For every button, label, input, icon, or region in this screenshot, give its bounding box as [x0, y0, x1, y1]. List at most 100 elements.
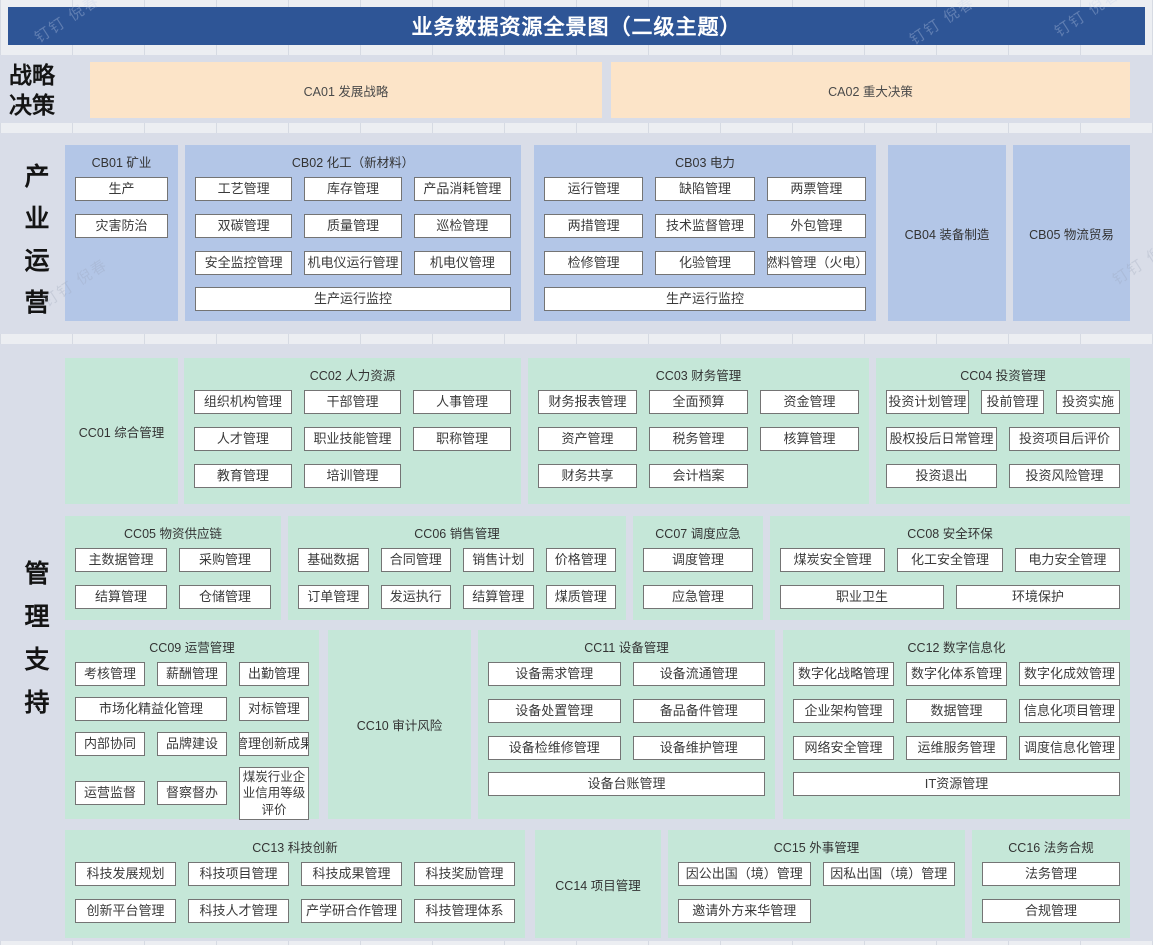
item-box: 邀请外方来华管理	[678, 899, 811, 923]
item-box: 产品消耗管理	[413, 177, 511, 201]
item-box: 财务共享	[538, 464, 637, 488]
item-box: 创新平台管理	[75, 899, 176, 923]
group-row: 组织机构管理干部管理人事管理	[194, 390, 511, 414]
item-box: 数字化成效管理	[1019, 662, 1120, 686]
group-row: 财务共享会计档案	[538, 464, 859, 488]
item-box: 职业技能管理	[303, 427, 402, 451]
group-footer-CB02: 生产运行监控	[195, 287, 511, 311]
item-box: 巡检管理	[413, 214, 511, 238]
group-row: 检修管理化验管理燃料管理（火电）	[544, 251, 866, 275]
item-box: 结算管理	[75, 585, 167, 609]
group-row: 资产管理税务管理核算管理	[538, 427, 859, 451]
group-row: 设备处置管理备品备件管理	[488, 699, 765, 723]
item-box: 投前管理	[980, 390, 1045, 414]
item-box: 企业架构管理	[793, 699, 894, 723]
group-title-CB05: CB05 物流贸易	[1029, 227, 1114, 242]
item-box: 调度管理	[643, 548, 753, 572]
item-box: 资金管理	[760, 390, 859, 414]
group-CC06: CC06 销售管理基础数据合同管理销售计划价格管理订单管理发运执行结算管理煤质管…	[288, 516, 626, 620]
group-CC09: CC09 运营管理考核管理薪酬管理出勤管理市场化精益化管理对标管理内部协同品牌建…	[65, 630, 319, 820]
item-box: 品牌建设	[157, 732, 227, 756]
group-row: 合规管理	[982, 899, 1120, 923]
group-title-CA01: CA01 发展战略	[303, 84, 389, 99]
item-box: 网络安全管理	[793, 736, 894, 760]
group-title-CC14: CC14 项目管理	[555, 878, 641, 893]
item-box: 管理创新成果	[239, 732, 309, 756]
group-title-CC02: CC02 人力资源	[309, 369, 396, 383]
group-row: 财务报表管理全面预算资金管理	[538, 390, 859, 414]
group-CA02: CA02 重大决策	[611, 62, 1130, 118]
item-box: 两措管理	[544, 214, 644, 238]
item-box: 税务管理	[649, 427, 748, 451]
group-CC15: CC15 外事管理因公出国（境）管理因私出国（境）管理邀请外方来华管理	[668, 830, 965, 938]
group-row: 教育管理培训管理	[194, 464, 511, 488]
item-box: 产学研合作管理	[301, 899, 402, 923]
item-box: 两票管理	[766, 177, 866, 201]
item-box: 结算管理	[463, 585, 534, 609]
group-row: 安全监控管理机电仪运行管理机电仪管理	[195, 251, 511, 275]
group-title-CB01: CB01 矿业	[91, 156, 152, 170]
item-box: 化验管理	[655, 251, 755, 275]
group-row: 创新平台管理科技人才管理产学研合作管理科技管理体系	[75, 899, 515, 923]
item-box: 投资计划管理	[886, 390, 969, 414]
item-box: 投资退出	[886, 464, 997, 488]
item-box: 薪酬管理	[157, 662, 227, 686]
item-box: 资产管理	[538, 427, 637, 451]
item-box: 仓储管理	[179, 585, 271, 609]
group-row: 双碳管理质量管理巡检管理	[195, 214, 511, 238]
item-box: 职称管理	[413, 427, 511, 451]
item-box: 投资风险管理	[1009, 464, 1120, 488]
group-row: 邀请外方来华管理	[678, 899, 955, 923]
group-row: 两措管理技术监督管理外包管理	[544, 214, 866, 238]
group-title-CC15: CC15 外事管理	[773, 841, 860, 855]
group-row: 运行管理缺陷管理两票管理	[544, 177, 866, 201]
group-row: 应急管理	[643, 585, 753, 609]
item-box: 应急管理	[643, 585, 753, 609]
section-label-line: 战略	[9, 62, 55, 88]
item-box: 职业卫生	[780, 585, 944, 609]
group-CC10: CC10 审计风险	[328, 630, 471, 819]
group-title-CC12: CC12 数字信息化	[907, 641, 1006, 655]
group-row: 投资退出投资风险管理	[886, 464, 1120, 488]
group-CB05: CB05 物流贸易	[1013, 145, 1130, 321]
section-label-line: 管	[24, 560, 50, 588]
section-label-line: 运	[24, 247, 50, 275]
group-title-CC09: CC09 运营管理	[149, 641, 235, 655]
item-box: 科技发展规划	[75, 862, 176, 886]
group-CC01: CC01 综合管理	[65, 358, 178, 504]
group-row: 投资计划管理投前管理投资实施	[886, 390, 1120, 414]
item-box: 因公出国（境）管理	[678, 862, 811, 886]
section-label-line: 产	[24, 163, 50, 191]
section-label-industry: 产业运营	[21, 156, 53, 324]
item-box: 组织机构管理	[194, 390, 292, 414]
item-box: 机电仪运行管理	[304, 251, 402, 275]
item-box: 设备维护管理	[632, 736, 765, 760]
group-footer-CB03: 生产运行监控	[544, 287, 866, 311]
item-box: 燃料管理（火电）	[766, 251, 866, 275]
group-footer-CC12: IT资源管理	[793, 772, 1120, 796]
group-title-CC11: CC11 设备管理	[584, 641, 669, 655]
item-box: 设备处置管理	[488, 699, 621, 723]
item-box: 发运执行	[380, 585, 451, 609]
group-title-CC16: CC16 法务合规	[1008, 841, 1094, 855]
item-box: 数字化战略管理	[793, 662, 894, 686]
group-row: 基础数据合同管理销售计划价格管理	[298, 548, 616, 572]
group-row: 灾害防治	[75, 214, 168, 238]
item-box: 煤炭行业企业信用等级评价	[239, 767, 309, 820]
item-box: 安全监控管理	[195, 251, 293, 275]
group-CC13: CC13 科技创新科技发展规划科技项目管理科技成果管理科技奖励管理创新平台管理科…	[65, 830, 525, 938]
item-box: 调度信息化管理	[1019, 736, 1120, 760]
item-box: 因私出国（境）管理	[822, 862, 955, 886]
item-box: 外包管理	[766, 214, 866, 238]
section-label-line: 持	[24, 689, 50, 717]
group-row: 主数据管理采购管理	[75, 548, 271, 572]
item-box: 信息化项目管理	[1019, 699, 1120, 723]
item-box: 煤炭安全管理	[780, 548, 886, 572]
group-row: 股权投后日常管理投资项目后评价	[886, 427, 1120, 451]
item-box: 主数据管理	[75, 548, 167, 572]
section-label-line: 决策	[9, 92, 55, 118]
item-box: 法务管理	[982, 862, 1120, 886]
item-box: 工艺管理	[195, 177, 293, 201]
group-CA01: CA01 发展战略	[90, 62, 602, 118]
